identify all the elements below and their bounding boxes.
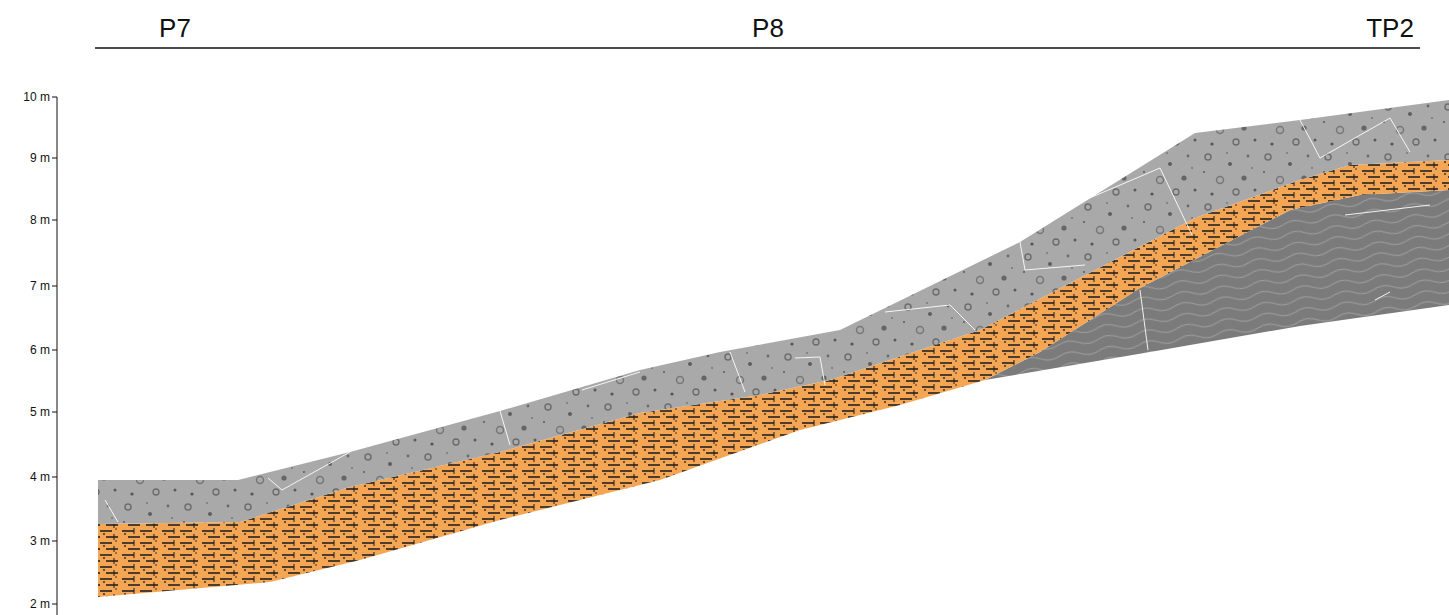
depth-label: 10 m xyxy=(23,91,50,103)
borehole-label: TP2 xyxy=(1366,15,1414,41)
depth-label: 3 m xyxy=(30,535,50,547)
depth-label: 2 m xyxy=(30,598,50,610)
borehole-label: P8 xyxy=(752,15,784,41)
depth-label: 6 m xyxy=(30,344,50,356)
depth-label: 8 m xyxy=(30,214,50,226)
depth-axis xyxy=(52,97,57,615)
depth-label: 9 m xyxy=(30,152,50,164)
depth-label: 7 m xyxy=(30,280,50,292)
fracture-lines xyxy=(105,118,1430,522)
depth-label: 4 m xyxy=(30,471,50,483)
depth-label: 5 m xyxy=(30,406,50,418)
borehole-label: P7 xyxy=(159,15,191,41)
gravel-layer xyxy=(98,100,1449,524)
section-line xyxy=(95,47,1420,48)
